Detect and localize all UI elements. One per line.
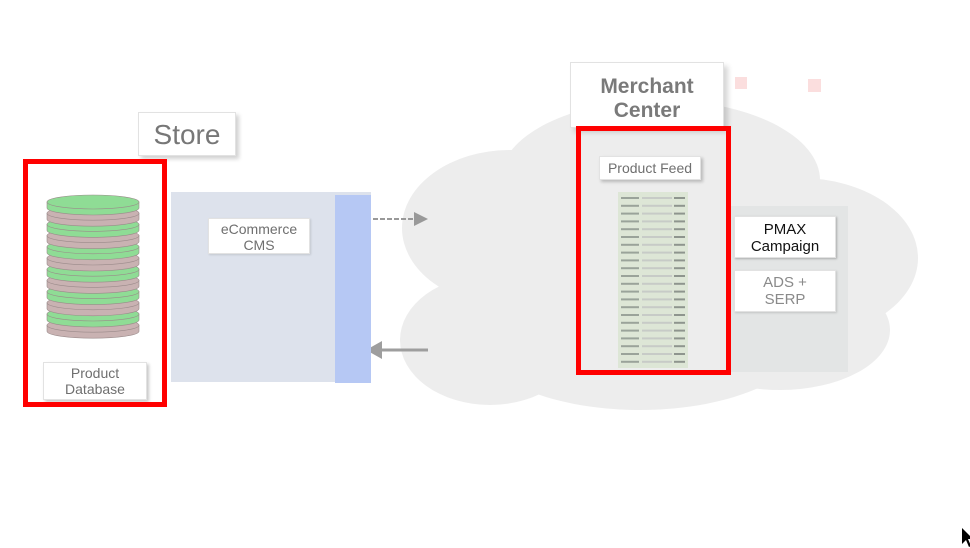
feed-row-value (674, 282, 685, 285)
product-database-line2: Database (65, 381, 125, 398)
product-feed-highlight (576, 126, 731, 375)
feed-row-id (621, 197, 639, 199)
feed-row-text (642, 251, 672, 254)
feed-row-id (621, 282, 639, 285)
feed-row-value (674, 360, 685, 363)
feed-row-id (621, 212, 639, 215)
feed-row-text (642, 243, 672, 246)
feed-row-value (674, 236, 685, 238)
feed-row-text (642, 228, 672, 231)
feed-row-id (621, 251, 639, 254)
feed-row-value (674, 197, 685, 199)
feed-row-value (674, 275, 685, 277)
pink-marker-2 (808, 79, 821, 92)
database-disk-top (46, 194, 140, 210)
feed-row-text (642, 321, 672, 324)
feed-row-id (621, 267, 639, 270)
feed-row-value (674, 345, 685, 348)
ecommerce-cms-line2: CMS (243, 237, 275, 254)
feed-row-id (621, 236, 639, 238)
feed-row-value (674, 243, 685, 246)
feed-row-id (621, 321, 639, 324)
feed-row-text (642, 220, 672, 223)
feed-row-text (642, 236, 672, 238)
feed-row-text (642, 290, 672, 293)
feed-row-id (621, 204, 639, 207)
feed-row-id (621, 259, 639, 262)
feed-row-id (621, 353, 639, 355)
feed-row-value (674, 314, 685, 316)
merchant-center-line2: Center (613, 99, 681, 123)
feed-row-text (642, 212, 672, 215)
feed-list-icon (618, 192, 688, 368)
feed-row-value (674, 321, 685, 324)
product-database-highlight (23, 159, 167, 407)
arrow-right-icon (366, 212, 428, 226)
product-feed-label: Product Feed (599, 156, 701, 180)
feed-row-value (674, 251, 685, 254)
cursor-icon (962, 528, 970, 547)
feed-row-text (642, 345, 672, 348)
pmax-line1: PMAX (763, 221, 807, 238)
product-database-label: Product Database (43, 362, 147, 400)
merchant-center-line1: Merchant (600, 75, 694, 98)
feed-row-value (674, 306, 685, 309)
feed-row-id (621, 298, 639, 301)
feed-row-value (674, 353, 685, 355)
pmax-line2: Campaign (750, 238, 820, 256)
feed-row-id (621, 306, 639, 309)
feed-row-text (642, 275, 672, 277)
product-database-line1: Product (70, 365, 120, 381)
feed-row-id (621, 275, 639, 277)
ads-line1: ADS + (763, 274, 807, 291)
feed-row-id (621, 243, 639, 246)
feed-row-value (674, 220, 685, 223)
feed-row-text (642, 360, 672, 363)
feed-row-value (674, 267, 685, 270)
ecommerce-cms-line1: eCommerce (220, 221, 298, 237)
feed-row-id (621, 329, 639, 332)
feed-row-id (621, 228, 639, 231)
feed-row-text (642, 197, 672, 199)
feed-row-text (642, 337, 672, 340)
feed-row-text (642, 259, 672, 262)
ads-serp-label: ADS + SERP (734, 270, 836, 312)
feed-row-text (642, 298, 672, 301)
feed-row-id (621, 290, 639, 293)
pink-marker-1 (735, 77, 747, 89)
feed-row-id (621, 220, 639, 223)
feed-row-text (642, 204, 672, 207)
feed-row-text (642, 306, 672, 309)
feed-row-value (674, 329, 685, 332)
feed-row-value (674, 204, 685, 207)
feed-row-id (621, 337, 639, 340)
feed-row-value (674, 290, 685, 293)
feed-row-text (642, 353, 672, 355)
feed-row-value (674, 337, 685, 340)
database-icon (46, 194, 140, 339)
feed-row-id (621, 314, 639, 316)
feed-row-value (674, 212, 685, 215)
feed-row-text (642, 314, 672, 316)
arrow-left-icon (366, 341, 428, 359)
cms-side-bar (335, 195, 371, 383)
ecommerce-cms-label: eCommerce CMS (208, 218, 310, 254)
feed-row-id (621, 360, 639, 363)
feed-row-text (642, 282, 672, 285)
feed-row-value (674, 298, 685, 301)
feed-row-value (674, 259, 685, 262)
feed-row-text (642, 267, 672, 270)
ads-line2: SERP (764, 291, 806, 309)
feed-row-text (642, 329, 672, 332)
store-title: Store (138, 112, 236, 156)
merchant-center-title: Merchant Center (570, 62, 724, 128)
pmax-campaign-label: PMAX Campaign (734, 216, 836, 258)
feed-row-id (621, 345, 639, 348)
feed-row-value (674, 228, 685, 231)
